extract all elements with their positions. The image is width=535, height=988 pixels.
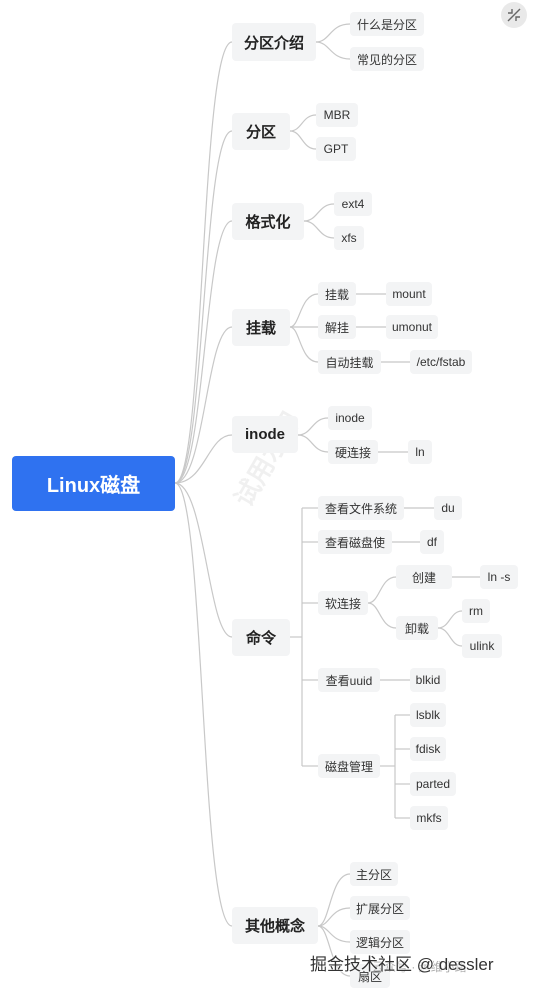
leaf-fstab[interactable]: /etc/fstab: [410, 350, 472, 374]
leaf-logical[interactable]: 逻辑分区: [350, 930, 410, 954]
leaf-what-is-partition[interactable]: 什么是分区: [350, 12, 424, 36]
node-partition[interactable]: 分区: [232, 113, 290, 150]
close-button[interactable]: [501, 2, 527, 28]
leaf-create[interactable]: 创建: [396, 565, 452, 589]
leaf-mbr[interactable]: MBR: [316, 103, 358, 127]
leaf-inode[interactable]: inode: [328, 406, 372, 430]
leaf-fdisk[interactable]: fdisk: [410, 737, 446, 761]
leaf-unmount-label[interactable]: 解挂: [318, 315, 356, 339]
leaf-parted[interactable]: parted: [410, 772, 456, 796]
leaf-rm[interactable]: rm: [462, 599, 490, 623]
node-commands[interactable]: 命令: [232, 619, 290, 656]
leaf-common-partition[interactable]: 常见的分区: [350, 47, 424, 71]
leaf-mount-cmd[interactable]: mount: [386, 282, 432, 306]
leaf-view-disk-usage[interactable]: 查看磁盘使: [318, 530, 392, 554]
leaf-mkfs[interactable]: mkfs: [410, 806, 448, 830]
leaf-lsblk[interactable]: lsblk: [410, 703, 446, 727]
node-partition-intro[interactable]: 分区介绍: [232, 23, 316, 61]
leaf-remove[interactable]: 卸载: [396, 616, 438, 640]
leaf-ln[interactable]: ln: [408, 440, 432, 464]
leaf-gpt[interactable]: GPT: [316, 137, 356, 161]
leaf-soft-link[interactable]: 软连接: [318, 591, 368, 615]
leaf-unmount-cmd[interactable]: umonut: [386, 315, 438, 339]
node-other[interactable]: 其他概念: [232, 907, 318, 944]
leaf-hard-link[interactable]: 硬连接: [328, 440, 378, 464]
leaf-view-fs[interactable]: 查看文件系统: [318, 496, 404, 520]
leaf-view-uuid[interactable]: 查看uuid: [318, 668, 380, 692]
leaf-primary[interactable]: 主分区: [350, 862, 398, 886]
leaf-df[interactable]: df: [420, 530, 444, 554]
source-watermark: 云众号 · 运维小路: [372, 960, 467, 974]
root-node[interactable]: Linux磁盘: [12, 456, 175, 511]
leaf-ext4[interactable]: ext4: [334, 192, 372, 216]
leaf-blkid[interactable]: blkid: [410, 668, 446, 692]
leaf-mount-label[interactable]: 挂载: [318, 282, 356, 306]
node-mount[interactable]: 挂载: [232, 309, 290, 346]
leaf-xfs[interactable]: xfs: [334, 226, 364, 250]
leaf-auto-mount[interactable]: 自动挂载: [318, 350, 381, 374]
leaf-ulink[interactable]: ulink: [462, 634, 502, 658]
site-watermark: 掘金技术社区 @ dessler: [310, 955, 494, 974]
leaf-ln-s[interactable]: ln -s: [480, 565, 518, 589]
leaf-disk-mgmt[interactable]: 磁盘管理: [318, 754, 380, 778]
leaf-du[interactable]: du: [434, 496, 462, 520]
node-format[interactable]: 格式化: [232, 203, 304, 240]
node-inode[interactable]: inode: [232, 416, 298, 453]
collapse-icon: [507, 8, 521, 22]
leaf-extended[interactable]: 扩展分区: [350, 896, 410, 920]
leaf-sector[interactable]: 扇区: [350, 964, 390, 988]
